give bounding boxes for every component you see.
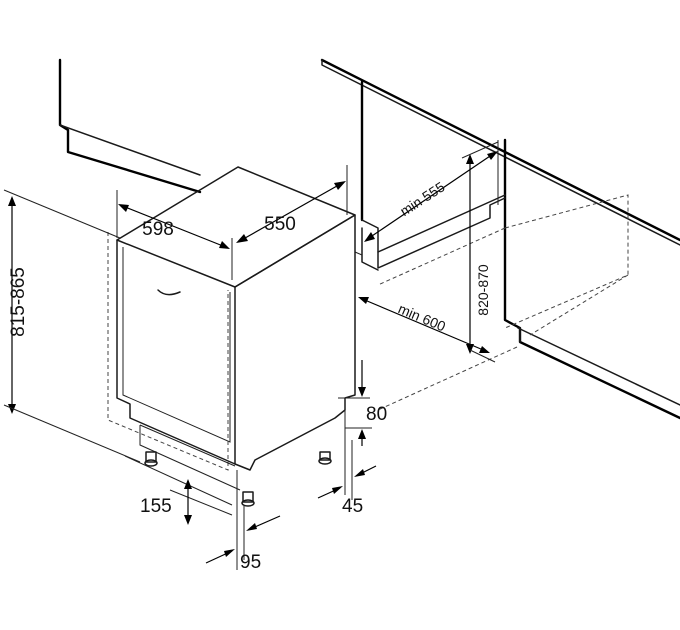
dim-depth: 550 (236, 165, 348, 243)
width-label: 598 (142, 219, 174, 240)
dim-foot-height: 155 (124, 455, 233, 525)
plinth-height-label: 80 (366, 404, 387, 425)
dishwasher (107, 166, 356, 507)
niche-height-label: 820-870 (475, 264, 491, 316)
plinth-setback-label: 45 (342, 496, 363, 517)
kitchen-cabinets (58, 58, 680, 420)
height-label: 815-865 (8, 267, 29, 337)
depth-label: 550 (264, 214, 296, 235)
dim-width: 598 (116, 190, 233, 280)
dim-height: 815-865 (3, 189, 141, 463)
foot-height-label: 155 (140, 496, 172, 517)
foot-setback-label: 95 (240, 552, 261, 573)
dim-foot-setback: 95 (205, 470, 281, 573)
niche-width-label: min 600 (396, 300, 448, 334)
adjustable-feet (144, 451, 332, 507)
niche-depth-label: min 555 (397, 178, 448, 219)
handle-icon (157, 289, 181, 296)
niche-outline (377, 194, 629, 411)
dim-plinth-height: 80 (338, 360, 387, 446)
dim-niche-depth: min 555 (364, 140, 499, 242)
dim-niche-height: 820-870 (461, 141, 499, 363)
dim-plinth-setback: 45 (317, 410, 377, 517)
